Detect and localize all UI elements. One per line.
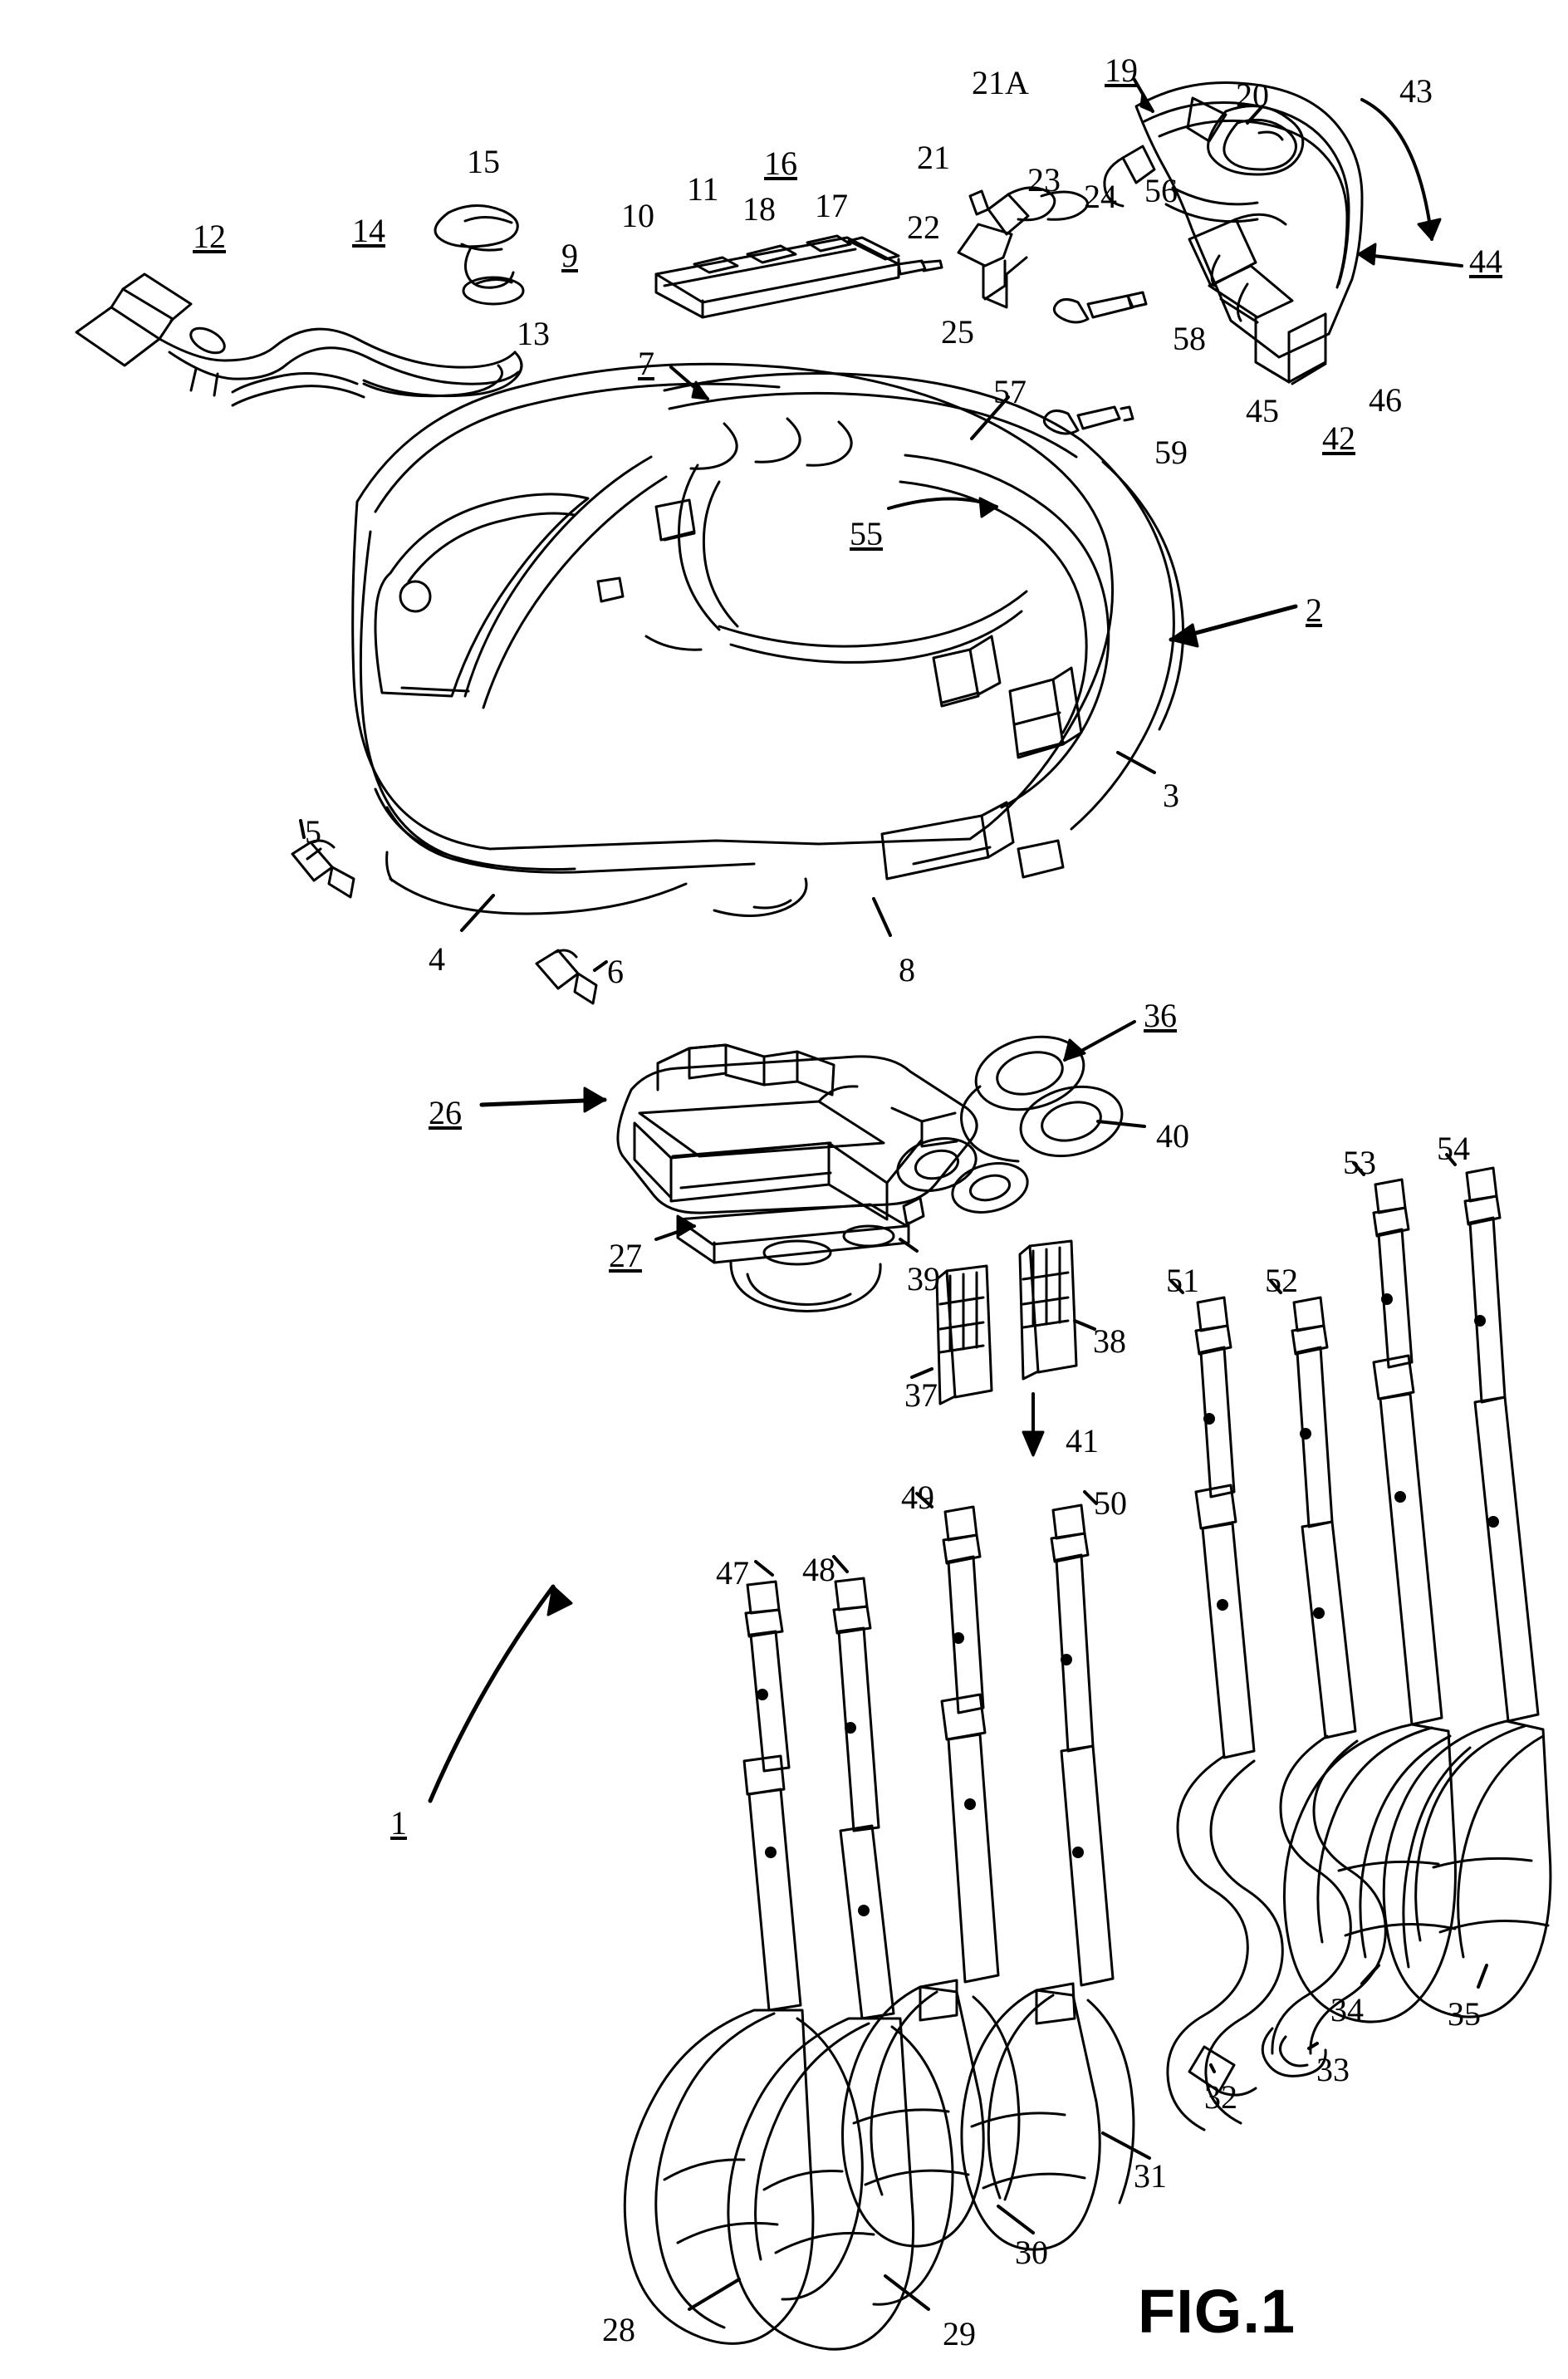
callout-21: 21 <box>917 139 950 176</box>
callout-26: 26 <box>429 1094 462 1131</box>
callout-52: 52 <box>1265 1262 1298 1299</box>
callout-38: 38 <box>1093 1322 1126 1360</box>
callout-2: 2 <box>1306 591 1322 629</box>
callout-27: 27 <box>609 1237 642 1274</box>
callout-21A: 21A <box>972 64 1029 101</box>
callout-8: 8 <box>899 951 915 988</box>
callout-5: 5 <box>305 813 321 851</box>
callout-59: 59 <box>1154 434 1188 471</box>
callout-55: 55 <box>850 515 883 552</box>
part-spiral-hook-left <box>1166 1296 1284 2131</box>
callout-1: 1 <box>390 1804 407 1842</box>
callout-13: 13 <box>517 315 550 352</box>
part-power-cord <box>75 272 523 407</box>
part-couplings <box>910 1239 1096 1457</box>
part-top-cover <box>1103 78 1463 385</box>
callout-39: 39 <box>907 1260 940 1297</box>
callout-46: 46 <box>1369 381 1402 419</box>
part-whisk-right <box>1352 1153 1552 2018</box>
part-main-housing <box>291 362 1298 1005</box>
callout-18: 18 <box>742 190 776 228</box>
callout-56: 56 <box>1144 172 1178 209</box>
callout-34: 34 <box>1330 1991 1364 2028</box>
callout-32: 32 <box>1204 2078 1237 2116</box>
callout-28: 28 <box>602 2311 635 2348</box>
callout-42: 42 <box>1322 419 1355 457</box>
part-contacts <box>1042 291 1148 435</box>
callout-33: 33 <box>1316 2051 1350 2088</box>
callout-22: 22 <box>907 208 940 246</box>
callout-20: 20 <box>1236 76 1269 114</box>
callout-15: 15 <box>467 143 500 180</box>
callout-17: 17 <box>815 187 848 224</box>
part-dough-hook-left <box>623 1580 864 2345</box>
callout-45: 45 <box>1246 392 1279 429</box>
part-beater-right <box>915 1490 1151 2251</box>
callout-36: 36 <box>1144 997 1177 1034</box>
callout-30: 30 <box>1015 2234 1048 2271</box>
callout-19: 19 <box>1105 52 1138 89</box>
callout-23: 23 <box>1027 161 1061 199</box>
callout-16: 16 <box>764 145 797 182</box>
callout-10: 10 <box>621 197 654 234</box>
part-eject-knob <box>434 204 525 306</box>
callout-49: 49 <box>901 1479 934 1516</box>
callout-7: 7 <box>638 345 654 382</box>
callout-35: 35 <box>1448 1995 1481 2033</box>
leader-assembly-1 <box>428 1584 573 1803</box>
callout-14: 14 <box>352 212 385 249</box>
part-dough-hook-right <box>688 1555 954 2351</box>
part-spiral-hook-right <box>1169 1279 1387 2077</box>
callout-29: 29 <box>943 2315 976 2352</box>
figure-title: FIG.1 <box>1138 2277 1296 2346</box>
part-motor-gearbox <box>479 1020 1146 1312</box>
callout-50: 50 <box>1094 1484 1127 1522</box>
callout-48: 48 <box>802 1551 835 1588</box>
callout-44: 44 <box>1469 243 1502 280</box>
callout-53: 53 <box>1343 1144 1376 1181</box>
callout-31: 31 <box>1134 2157 1167 2195</box>
part-beater-left <box>840 1505 1021 2248</box>
callout-58: 58 <box>1173 320 1206 357</box>
callout-25: 25 <box>941 313 974 351</box>
callout-12: 12 <box>193 218 226 255</box>
callout-37: 37 <box>904 1376 938 1414</box>
callout-24: 24 <box>1084 178 1117 215</box>
callout-40: 40 <box>1156 1117 1189 1155</box>
callout-4: 4 <box>429 940 445 978</box>
callout-47: 47 <box>716 1554 749 1592</box>
callout-54: 54 <box>1437 1130 1470 1167</box>
part-whisk-left <box>1282 1178 1472 2023</box>
callout-41: 41 <box>1066 1422 1099 1459</box>
callout-57: 57 <box>993 373 1027 410</box>
callout-11: 11 <box>687 170 719 208</box>
callout-51: 51 <box>1166 1262 1199 1299</box>
part-lever-group <box>957 186 1089 309</box>
callout-9: 9 <box>561 237 578 274</box>
part-switch-assembly <box>654 234 943 319</box>
callout-43: 43 <box>1399 72 1433 110</box>
callout-3: 3 <box>1163 777 1179 814</box>
callout-6: 6 <box>607 953 624 990</box>
